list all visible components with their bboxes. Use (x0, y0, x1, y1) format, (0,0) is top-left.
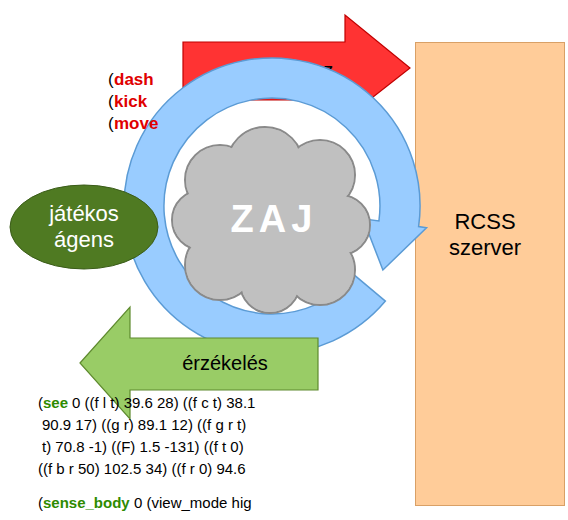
cloud-fill (173, 191, 231, 249)
command-name: dash (114, 70, 154, 90)
message-text: ((f b r 50) 102.5 34) ((f r 0) 94.6 (38, 460, 246, 478)
ellipse-shape (10, 185, 158, 269)
node-label: RCSS szerver (425, 209, 545, 262)
paren-mark: ( (108, 70, 114, 90)
node-label: érzékelés (150, 351, 300, 375)
response-arrow: válasz (183, 15, 413, 121)
rect-shape (416, 43, 565, 506)
command-name: move (114, 114, 158, 134)
noise-cloud: ZAJ (170, 125, 375, 315)
shape-outline (415, 42, 565, 506)
paren-mark: ( (108, 114, 114, 134)
arrow-shape (183, 15, 410, 119)
agent-ellipse: játékos ágens (8, 183, 160, 271)
message-type: see (43, 394, 68, 412)
paren-mark: ( (38, 494, 43, 512)
paren-mark: ( (108, 92, 114, 112)
paren-mark: ( (38, 394, 43, 412)
message-type: sense_body (43, 494, 130, 512)
message-text: 0 ((f l t) 39.6 28) ((f c t) 38.1 (72, 394, 255, 412)
command-name: kick (114, 92, 147, 112)
message-text: t) 70.8 -1) ((F) 1.5 -131) ((f t 0) (42, 438, 244, 456)
node-label: válasz (245, 58, 365, 82)
node-label: ZAJ (204, 197, 344, 243)
cycle-arrow-ring (124, 58, 426, 354)
server-box: RCSS szerver (415, 42, 565, 506)
node-label: játékos ágens (29, 201, 139, 254)
message-text: 0 (view_mode hig (134, 494, 252, 512)
message-text: 90.9 17) ((g r) 89.1 12) ((f g r t) (42, 416, 246, 434)
